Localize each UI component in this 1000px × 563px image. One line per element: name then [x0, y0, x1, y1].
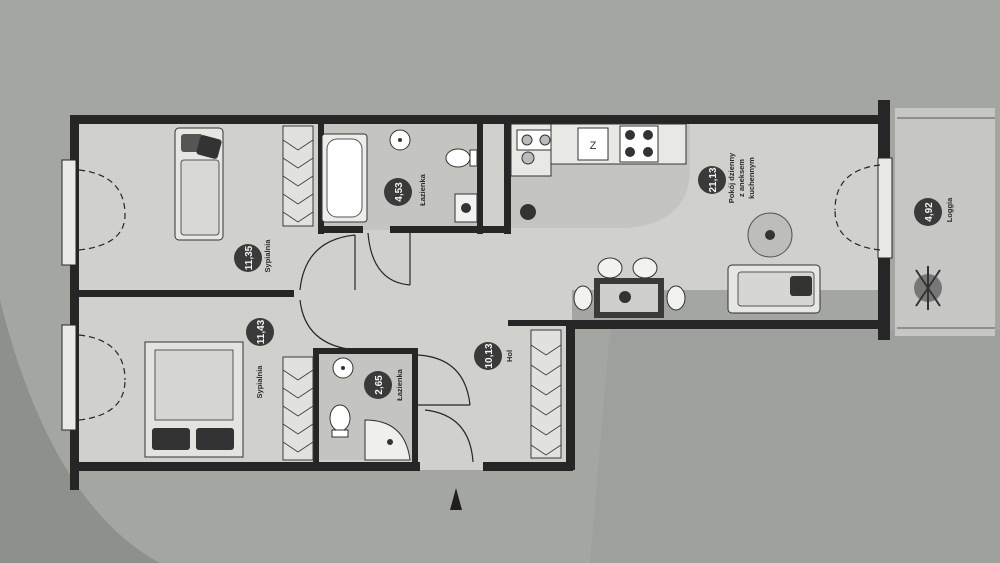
plant-icon [914, 266, 942, 310]
floor-area [72, 108, 995, 470]
svg-text:kuchennym: kuchennym [747, 157, 756, 199]
windows [61, 117, 995, 431]
svg-text:Łazienka: Łazienka [418, 173, 427, 206]
svg-text:2,65: 2,65 [374, 375, 385, 395]
room-label-bedroom-bottom: 11,43 Sypialnia [246, 318, 274, 398]
sofa-icon [727, 264, 821, 314]
plant-icon [520, 204, 536, 220]
stove-icon [619, 125, 659, 163]
svg-text:Sypialnia: Sypialnia [255, 365, 264, 399]
shower-icon [364, 419, 411, 461]
loggia-floor [895, 108, 995, 336]
svg-text:Pokój dzienny: Pokój dzienny [727, 152, 736, 203]
svg-text:Sypialnia: Sypialnia [263, 239, 272, 273]
svg-text:Hol: Hol [505, 350, 514, 362]
entrance-arrow-icon [450, 488, 462, 510]
svg-text:11,35: 11,35 [244, 245, 255, 270]
room-label-loggia: 4,92 Loggia [914, 197, 954, 226]
svg-text:4,92: 4,92 [924, 202, 935, 222]
room-label-living: 21,13 Pokój dzienny z aneksem kuchennym [698, 152, 756, 203]
svg-text:Z: Z [590, 140, 597, 152]
svg-text:11,43: 11,43 [256, 319, 267, 344]
svg-text:Łazienka: Łazienka [395, 368, 404, 401]
sofa-icon [174, 127, 224, 241]
wardrobes [282, 125, 562, 461]
bed-icon [144, 341, 244, 458]
sink-icon [389, 129, 411, 151]
room-label-bedroom-top: 11,35 Sypialnia [234, 239, 272, 273]
coffee-table [747, 212, 793, 258]
dining-table-icon [573, 257, 686, 318]
svg-text:21,13: 21,13 [708, 167, 719, 192]
door-swings [78, 164, 881, 421]
svg-text:z aneksem: z aneksem [737, 159, 746, 197]
svg-text:Loggia: Loggia [945, 197, 954, 222]
sink-icon [332, 357, 354, 379]
fridge-icon: Z [577, 127, 609, 161]
bathtub-icon [321, 133, 368, 223]
svg-text:4,53: 4,53 [394, 182, 405, 202]
sink-icon [516, 129, 552, 165]
background-swoosh [0, 300, 160, 563]
svg-text:10,13: 10,13 [484, 343, 495, 368]
room-label-hall: 10,13 Hol [474, 342, 514, 370]
doors [299, 232, 474, 463]
room-label-bathroom-bottom: 2,65 Łazienka [364, 368, 404, 401]
toilet-icon [329, 404, 351, 438]
toilet-icon [445, 148, 478, 168]
room-label-bathroom-top: 4,53 Łazienka [384, 173, 427, 206]
washing-machine-icon [454, 193, 478, 223]
